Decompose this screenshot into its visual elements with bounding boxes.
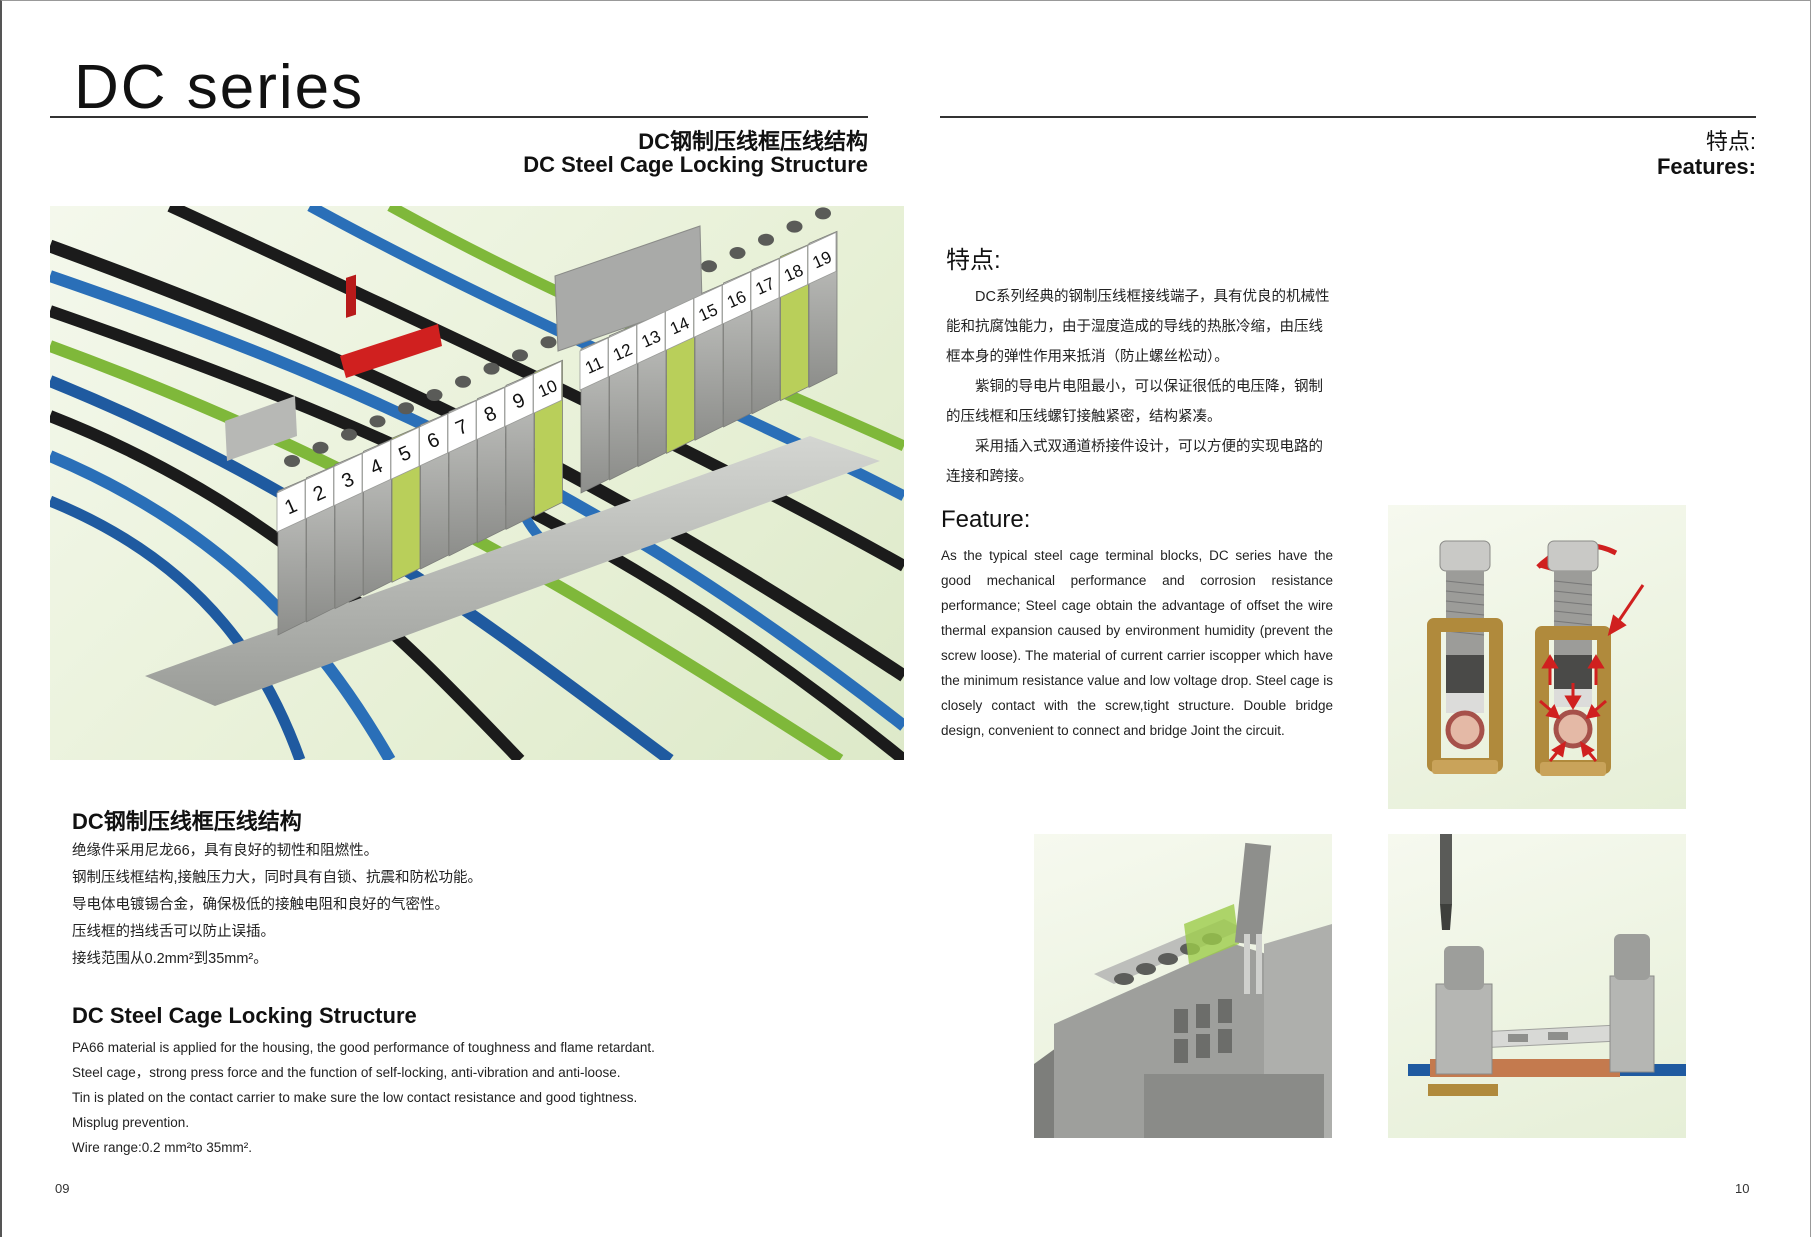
screw-hole xyxy=(455,375,471,388)
screw-hole xyxy=(398,402,414,415)
label-plate xyxy=(636,310,666,365)
label-plate xyxy=(476,386,505,441)
cn-feature-line: 钢制压线框结构,接触压力大，同时具有自锁、抗震和防松功能。 xyxy=(72,870,483,886)
en-feature-line: Tin is plated on the contact carrier to … xyxy=(72,1090,638,1105)
title-rule-right xyxy=(940,116,1756,118)
label-plate xyxy=(750,258,780,312)
screw-hole xyxy=(284,455,300,467)
series-title: DC series xyxy=(74,53,365,122)
screw-hole xyxy=(312,441,329,454)
steel-cage-clamp-image xyxy=(1388,505,1686,809)
label-plate xyxy=(722,271,751,325)
cn-feature-line: 导电体电镀锡合金，确保极低的接触电阻和良好的气密性。 xyxy=(72,897,449,913)
en-feature-line: PA66 material is applied for the housing… xyxy=(72,1040,655,1055)
screw-hole xyxy=(483,362,500,375)
cn-feature-line: 接线范围从0.2mm²到35mm²。 xyxy=(72,951,268,967)
label-plate xyxy=(665,297,694,352)
features-cn-paragraph: DC系列经典的钢制压线框接线端子，具有优良的机械性能和抗腐蚀能力，由于湿度造成的… xyxy=(946,289,1330,365)
label-plate xyxy=(608,324,637,378)
clamp-before xyxy=(1427,540,1503,774)
screwdriver-assembly-image xyxy=(1388,834,1686,1138)
label-plate xyxy=(362,439,391,494)
cn-feature-list: 绝缘件采用尼龙66，具有良好的韧性和阻燃性。 钢制压线框结构,接触压力大，同时具… xyxy=(72,838,482,973)
screw-hole xyxy=(701,260,717,273)
features-cn-paragraph: 紫铜的导电片电阻最小，可以保证很低的电压降，钢制的压线框和压线螺钉接触紧密，结构… xyxy=(946,379,1323,425)
screw-hole xyxy=(729,247,746,259)
en-feature-list: PA66 material is applied for the housing… xyxy=(72,1035,655,1160)
label-plate xyxy=(419,413,448,467)
terminal-number: 11 xyxy=(582,353,606,378)
features-cn-title: 特点: xyxy=(946,247,1001,274)
en-feature-line: Steel cage，strong press force and the fu… xyxy=(72,1065,621,1080)
en-feature-line: Misplug prevention. xyxy=(72,1115,190,1130)
screw-hole xyxy=(815,207,831,220)
en-feature-line: Wire range:0.2 mm²to 35mm². xyxy=(72,1140,253,1155)
features-cn-text: DC系列经典的钢制压线框接线端子，具有优良的机械性能和抗腐蚀能力，由于湿度造成的… xyxy=(946,282,1336,492)
cn-section-title: DC钢制压线框压线结构 xyxy=(72,809,302,834)
clamp-after xyxy=(1535,540,1645,776)
din-rail xyxy=(145,436,880,706)
cn-feature-line: 绝缘件采用尼龙66，具有良好的韧性和阻燃性。 xyxy=(72,843,379,859)
label-plate xyxy=(447,400,477,454)
right-heading-cn: 特点: xyxy=(1705,129,1756,154)
screw-hole xyxy=(426,389,443,401)
screw-hole xyxy=(758,233,774,246)
left-heading-en: DC Steel Cage Locking Structure xyxy=(523,152,868,177)
screw-hole xyxy=(786,220,803,233)
screw-hole xyxy=(512,349,528,362)
jumper-bridges xyxy=(225,225,703,461)
label-plate xyxy=(579,337,609,391)
label-plate xyxy=(693,284,723,338)
label-plate xyxy=(779,244,808,299)
label-plate xyxy=(333,452,363,507)
label-plate xyxy=(533,360,562,414)
left-heading-cn: DC钢制压线框压线结构 xyxy=(638,129,868,154)
label-plate xyxy=(390,426,420,480)
en-section-title: DC Steel Cage Locking Structure xyxy=(72,1003,417,1028)
screw-hole xyxy=(369,415,386,428)
right-heading-en: Features: xyxy=(1656,154,1756,179)
label-plate xyxy=(807,231,837,286)
screw-hole xyxy=(540,336,557,349)
label-plate xyxy=(504,373,534,428)
bridge-jumper-closeup-image xyxy=(1034,834,1332,1138)
features-en-text: As the typical steel cage terminal block… xyxy=(941,548,1333,738)
cn-feature-line: 压线框的挡线舌可以防止误插。 xyxy=(72,924,275,940)
page-number-right: 10 xyxy=(1735,1181,1750,1196)
screw-hole xyxy=(341,428,357,441)
features-en-title: Feature: xyxy=(941,506,1031,533)
features-cn-paragraph: 采用插入式双通道桥接件设计，可以方便的实现电路的连接和跨接。 xyxy=(946,439,1323,485)
label-plate xyxy=(305,466,334,520)
page-number-left: 09 xyxy=(55,1181,70,1196)
title-rule-left xyxy=(50,116,868,118)
label-plate xyxy=(276,479,306,533)
